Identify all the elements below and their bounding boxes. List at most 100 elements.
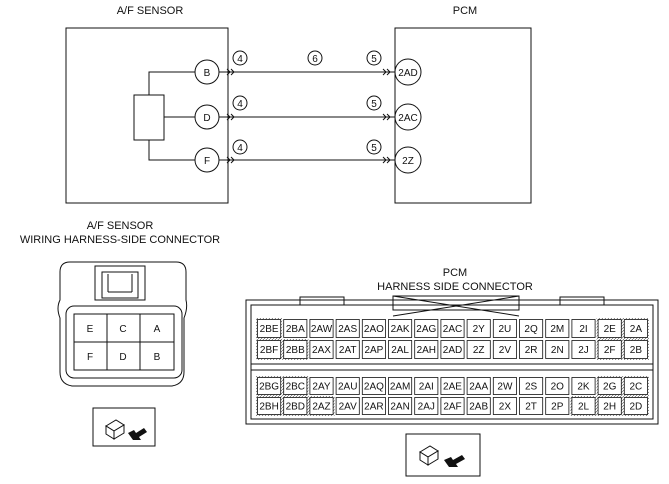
pcm-pin-cell <box>335 319 360 338</box>
sensor-wire-b <box>148 71 196 95</box>
af-connector-body <box>57 261 188 387</box>
pcm-pin-label: 2AL <box>391 345 409 356</box>
pcm-pin-label: 2H <box>603 402 616 413</box>
pcm-pin-label: 2AS <box>338 324 357 335</box>
pcm-pin-cell <box>440 397 465 415</box>
pcm-pin-label: 2AF <box>443 402 461 413</box>
pcm-pin-cell <box>388 319 413 338</box>
pcm-pin-cell <box>335 397 360 415</box>
pcm-pin-label: 2AJ <box>418 402 435 413</box>
pcm-pin-cell <box>519 340 544 359</box>
pcm-pin-label: 2AA <box>469 382 488 393</box>
pcm-pin-cell <box>492 377 517 395</box>
pcm-pin-circle <box>394 146 422 174</box>
pcm-pin-label: 2AP <box>364 345 383 356</box>
sensor-wire-f <box>148 140 196 161</box>
pcm-pin-label: 2C <box>630 382 643 393</box>
af-connector-title-2: WIRING HARNESS-SIDE CONNECTOR <box>20 234 220 246</box>
pcm-pin-cell <box>309 397 334 415</box>
pcm-pin-cell <box>283 340 308 359</box>
pcm-pin-cell <box>283 319 308 338</box>
pcm-pin-label: 2M <box>550 324 564 335</box>
connector-view-icon <box>92 407 156 447</box>
pcm-pin-circle <box>394 58 422 86</box>
pcm-side-number: 5 <box>371 54 377 65</box>
pcm-pin-label: 2L <box>578 402 590 413</box>
pcm-pin-label: 2AV <box>339 402 357 413</box>
pcm-pin-cell <box>597 377 622 395</box>
pcm-pin-cell <box>388 397 413 415</box>
pcm-pin-label: 2Y <box>473 324 486 335</box>
sensor-element <box>133 94 165 141</box>
pcm-pin-cell <box>545 319 570 338</box>
pcm-title: PCM <box>453 5 477 17</box>
pcm-pin-label: 2AD <box>443 345 462 356</box>
pcm-pin-label: 2BA <box>286 324 305 335</box>
pcm-pin-cell <box>623 340 648 359</box>
pcm-pin-label: 2W <box>497 382 513 393</box>
mid-number: 6 <box>312 54 318 65</box>
af-pin-b: B <box>154 352 161 363</box>
pcm-pin-label: 2AI <box>419 382 434 393</box>
pcm-pin-label: 2S <box>525 382 538 393</box>
pcm-pin-label: 2X <box>499 402 512 413</box>
pcm-pin-cell <box>571 319 596 338</box>
pcm-pin-2ad: 2AD <box>398 68 417 79</box>
pcm-pin-cell <box>519 377 544 395</box>
pcm-pin-label: 2O <box>551 382 565 393</box>
pcm-pin-cell <box>414 377 439 395</box>
sensor-side-number: 4 <box>237 143 243 154</box>
pcm-pin-label: 2N <box>551 345 564 356</box>
pcm-pin-cell <box>597 397 622 415</box>
pcm-pin-cell <box>257 319 282 338</box>
chevron-icon <box>226 68 391 164</box>
pcm-pin-cell <box>361 319 386 338</box>
af-pin-c: C <box>119 324 126 335</box>
pcm-pin-label: 2AR <box>364 402 383 413</box>
pcm-pin-label: 2Q <box>524 324 538 335</box>
sensor-side-number: 4 <box>237 99 243 110</box>
sensor-side-number: 4 <box>237 54 243 65</box>
pcm-side-number: 5 <box>371 99 377 110</box>
pcm-pin-label: 2AT <box>339 345 357 356</box>
pcm-pin-label: 2K <box>577 382 590 393</box>
pcm-pin-label: 2AC <box>443 324 462 335</box>
pcm-connector-title-1: PCM <box>443 267 467 279</box>
pcm-pin-cell <box>466 340 491 359</box>
pcm-side-number: 5 <box>371 143 377 154</box>
pcm-pin-cell <box>545 397 570 415</box>
pcm-pin-cell <box>519 319 544 338</box>
pcm-pin-cell <box>571 340 596 359</box>
pcm-pin-cell <box>388 377 413 395</box>
pcm-pin-label: 2AZ <box>312 402 330 413</box>
pcm-pin-cell <box>440 377 465 395</box>
pcm-pin-label: 2AH <box>417 345 436 356</box>
pcm-pin-label: 2AO <box>364 324 384 335</box>
pcm-pin-cell <box>361 340 386 359</box>
pcm-pin-2ac: 2AC <box>398 113 417 124</box>
sensor-pin-d: D <box>203 113 210 124</box>
pcm-pin-label: 2J <box>578 345 589 356</box>
pcm-pin-label: 2E <box>604 324 617 335</box>
af-pin-f: F <box>87 352 93 363</box>
pcm-pin-cell <box>597 319 622 338</box>
pcm-connector-title-2: HARNESS SIDE CONNECTOR <box>377 281 533 293</box>
pcm-pin-cell <box>257 340 282 359</box>
pcm-pin-cell <box>466 319 491 338</box>
pcm-pin-label: 2R <box>525 345 538 356</box>
sensor-pin-circle <box>194 59 220 85</box>
pcm-pin-cell <box>466 397 491 415</box>
pcm-pin-cell <box>414 319 439 338</box>
pcm-pin-label: 2AX <box>312 345 331 356</box>
pcm-pin-cell <box>492 340 517 359</box>
af-pin-d: D <box>119 352 126 363</box>
pcm-pin-cell <box>257 377 282 395</box>
pcm-pin-cell <box>283 377 308 395</box>
pcm-pin-cell <box>309 319 334 338</box>
pcm-pin-cell <box>492 319 517 338</box>
pcm-pin-label: 2A <box>630 324 643 335</box>
pcm-pin-cell <box>623 377 648 395</box>
pcm-pin-label: 2P <box>551 402 564 413</box>
pcm-pin-cell <box>361 377 386 395</box>
